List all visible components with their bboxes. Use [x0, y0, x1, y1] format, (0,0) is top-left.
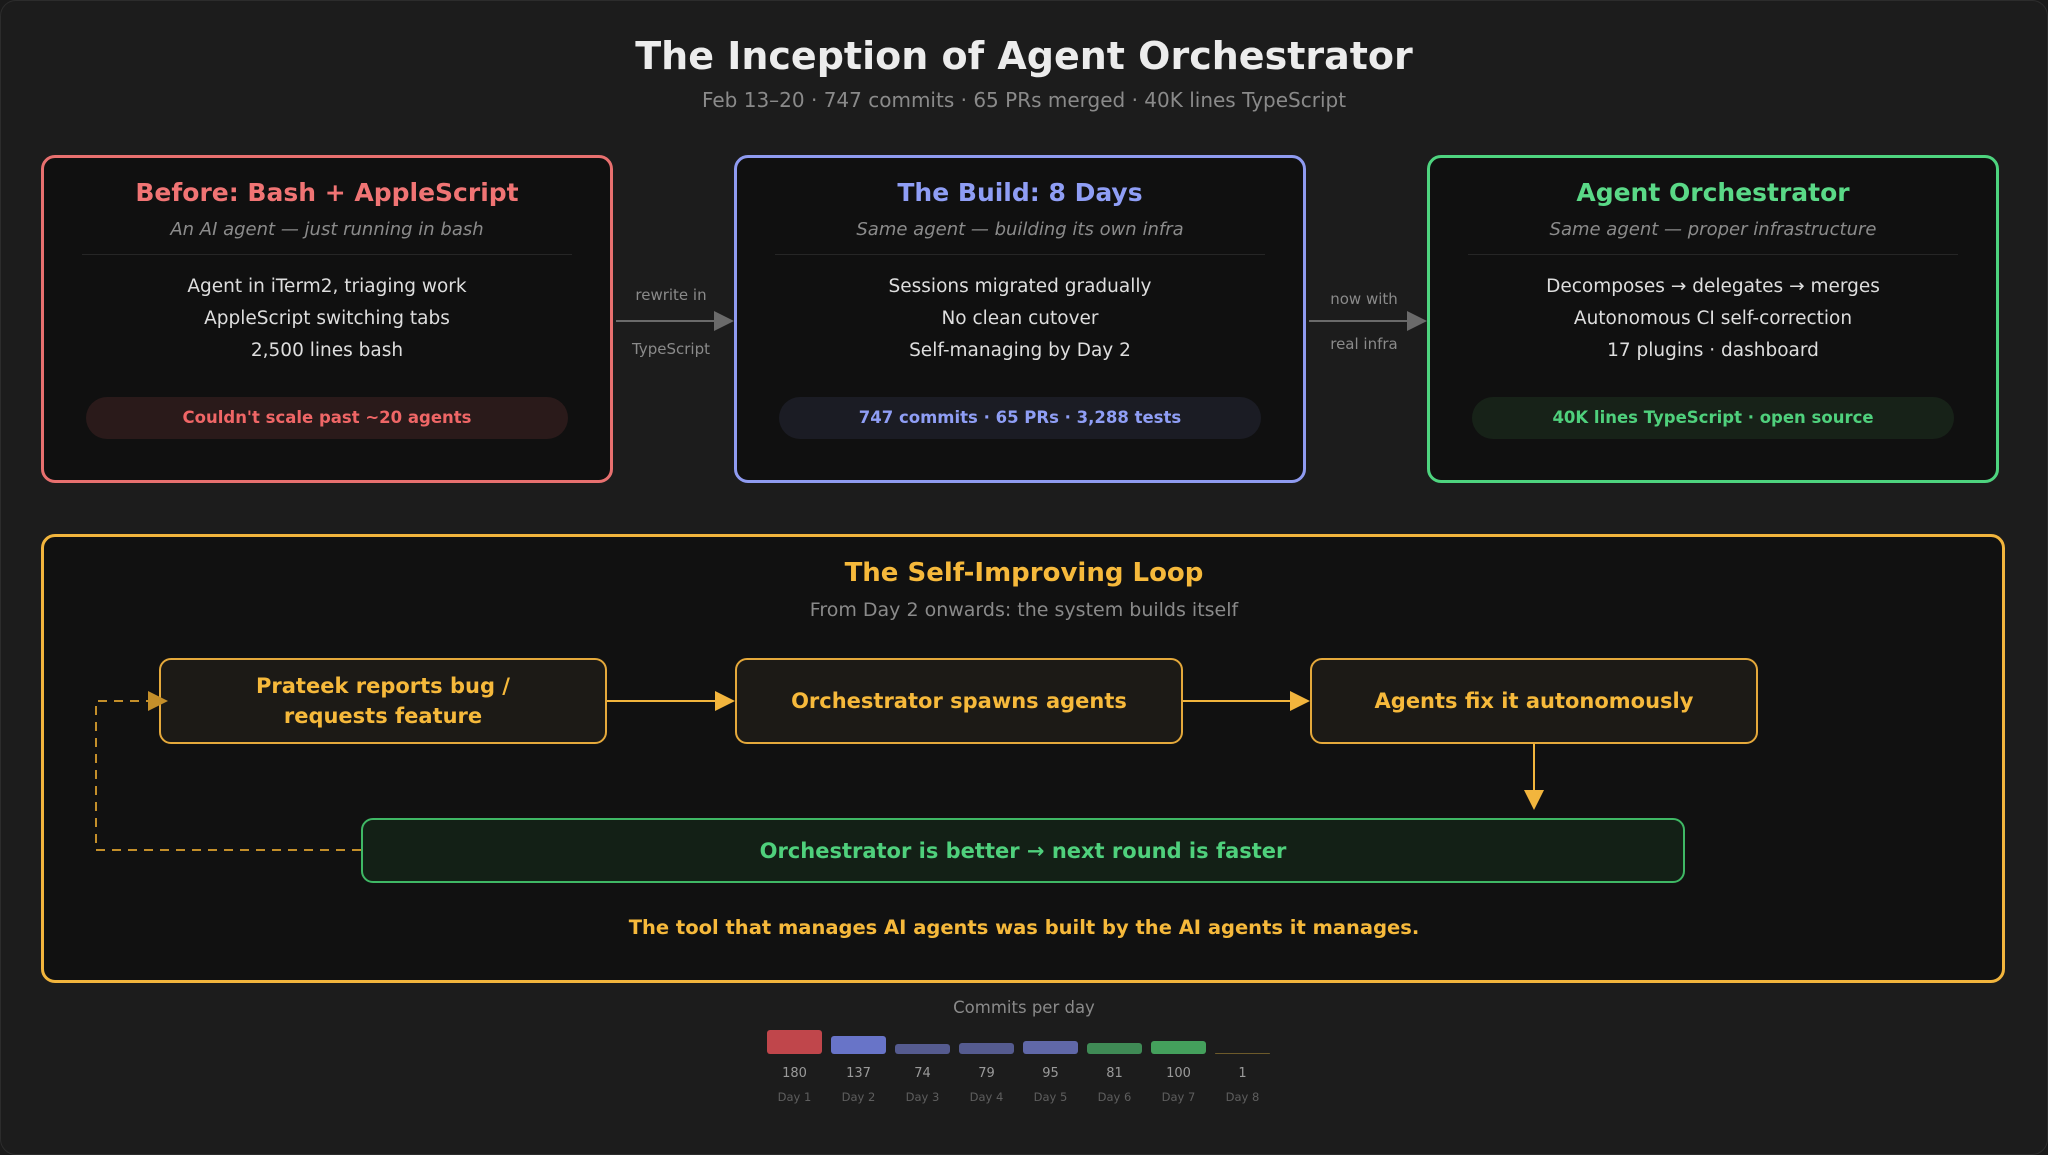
card-subtitle: Same agent — building its own infra [856, 219, 1184, 240]
chart-title: Commits per day [953, 998, 1095, 1017]
card-line: 2,500 lines bash [250, 340, 404, 361]
step-label: Prateek reports bug / requests feature [256, 674, 510, 728]
card-line: Sessions migrated gradually [888, 276, 1152, 297]
arrow-loop-back [95, 691, 361, 851]
card-before: Before: Bash + AppleScript An AI agent —… [41, 155, 613, 483]
chart-value-label: 79 [978, 1066, 995, 1081]
loop-result: Orchestrator is better → next round is f… [361, 818, 1685, 883]
card-title: Before: Bash + AppleScript [135, 178, 519, 207]
card-lines: Sessions migrated gradually No clean cut… [737, 271, 1303, 367]
card-badge: 747 commits · 65 PRs · 3,288 tests [779, 397, 1261, 439]
card-build: The Build: 8 Days Same agent — building … [734, 155, 1306, 483]
chart-bar [959, 1043, 1014, 1054]
loop-panel [41, 534, 2005, 983]
card-badge: 40K lines TypeScript · open source [1472, 397, 1954, 439]
chart-bar [1215, 1052, 1270, 1054]
card-badge: Couldn't scale past ~20 agents [86, 397, 568, 439]
chart-bar [767, 1030, 822, 1054]
chart-value-label: 95 [1042, 1066, 1059, 1081]
connector-label-bottom: TypeScript [632, 340, 710, 358]
chart-value-label: 137 [846, 1066, 871, 1081]
card-line: AppleScript switching tabs [204, 308, 450, 329]
chart-bar [1023, 1041, 1078, 1054]
chart-value-label: 180 [782, 1066, 807, 1081]
loop-subtitle: From Day 2 onwards: the system builds it… [809, 599, 1239, 621]
chart-value-label: 81 [1106, 1066, 1123, 1081]
step-label: Agents fix it autonomously [1374, 689, 1694, 713]
card-title: Agent Orchestrator [1576, 178, 1850, 207]
chart-bar [1151, 1040, 1206, 1054]
card-divider [775, 254, 1265, 255]
step-label: Orchestrator spawns agents [791, 689, 1127, 713]
connector-label-top: rewrite in [635, 286, 707, 304]
card-divider [82, 254, 572, 255]
chart-bar [831, 1035, 886, 1054]
card-lines: Decomposes → delegates → merges Autonomo… [1430, 271, 1996, 367]
loop-step-fix: Agents fix it autonomously [1310, 658, 1758, 744]
card-line: No clean cutover [941, 308, 1099, 329]
loop-tagline: The tool that manages AI agents was buil… [628, 916, 1420, 939]
card-subtitle: An AI agent — just running in bash [170, 219, 484, 240]
card-after: Agent Orchestrator Same agent — proper i… [1427, 155, 1999, 483]
chart-category-label: Day 2 [841, 1090, 876, 1104]
card-lines: Agent in iTerm2, triaging work AppleScri… [44, 271, 610, 367]
loop-step-spawn: Orchestrator spawns agents [735, 658, 1183, 744]
loop-title: The Self-Improving Loop [844, 558, 1204, 588]
chart-category-label: Day 8 [1225, 1090, 1260, 1104]
chart-value-label: 100 [1166, 1066, 1191, 1081]
card-line: 17 plugins · dashboard [1607, 340, 1819, 361]
connector-label-top: now with [1330, 290, 1398, 308]
card-title: The Build: 8 Days [897, 178, 1143, 207]
page-title: The Inception of Agent Orchestrator [635, 34, 1413, 78]
chart-category-label: Day 7 [1161, 1090, 1196, 1104]
card-line: Autonomous CI self-correction [1573, 308, 1853, 329]
chart-bar [895, 1044, 950, 1054]
result-label: Orchestrator is better → next round is f… [759, 838, 1287, 863]
card-line: Self-managing by Day 2 [909, 340, 1131, 361]
page-subtitle: Feb 13–20 · 747 commits · 65 PRs merged … [701, 88, 1347, 112]
chart-value-label: 74 [914, 1066, 931, 1081]
chart-value-label: 1 [1238, 1066, 1247, 1081]
card-divider [1468, 254, 1958, 255]
chart-category-label: Day 5 [1033, 1090, 1068, 1104]
card-line: Decomposes → delegates → merges [1546, 276, 1880, 297]
chart-category-label: Day 4 [969, 1090, 1004, 1104]
chart-category-label: Day 3 [905, 1090, 940, 1104]
chart-category-label: Day 6 [1097, 1090, 1132, 1104]
card-line: Agent in iTerm2, triaging work [187, 276, 467, 297]
chart-category-label: Day 1 [777, 1090, 812, 1104]
loop-step-report: Prateek reports bug / requests feature [159, 658, 607, 744]
connector-label-bottom: real infra [1330, 335, 1398, 353]
card-subtitle: Same agent — proper infrastructure [1549, 219, 1877, 240]
chart-bar [1087, 1043, 1142, 1054]
